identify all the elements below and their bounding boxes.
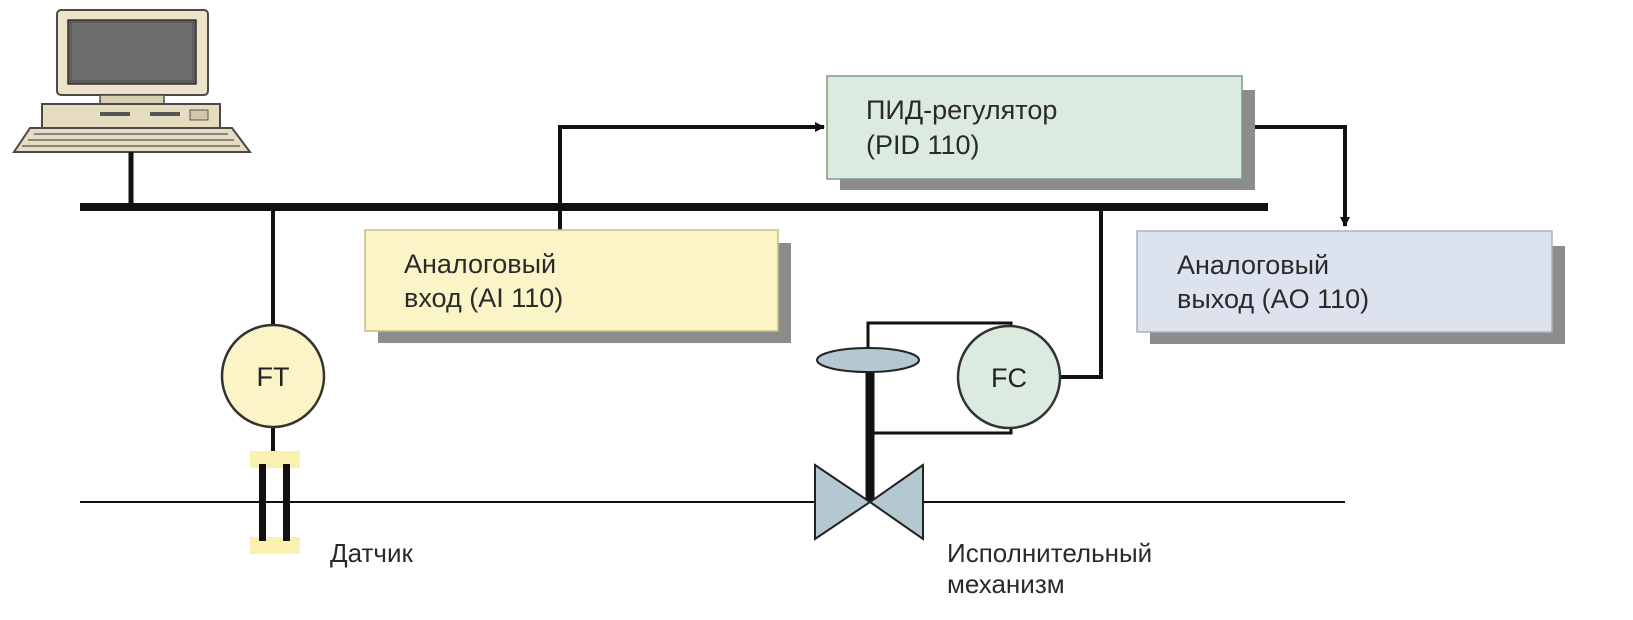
ao-label-line1: Аналоговый [1177,250,1329,280]
ao-label-line2: выход (AO 110) [1177,284,1369,314]
ai-label-line2: вход (AI 110) [404,283,563,313]
actuator-caption-line1: Исполнительный [947,538,1152,568]
pid-to-ao-arrow [1254,125,1350,227]
analog-output-block: Аналоговый выход (AO 110) [1136,230,1565,344]
pid-controller-block: ПИД-регулятор (PID 110) [826,75,1255,190]
ft-transmitter: FT [220,323,326,429]
flow-sensor-icon [250,451,300,554]
control-valve-icon [814,347,924,541]
ai-label-line1: Аналоговый [404,249,556,279]
ai-to-pid-arrow [558,122,825,232]
actuator-caption-line2: механизм [947,569,1065,599]
ft-label: FT [257,362,290,392]
pid-label-line2: (PID 110) [866,130,980,160]
analog-input-block: Аналоговый вход (AI 110) [364,229,791,343]
fc-label: FC [991,363,1027,393]
sensor-caption: Датчик [330,538,413,568]
pid-label-line1: ПИД-регулятор [866,95,1057,125]
desktop-computer-icon [12,9,252,153]
fc-controller: FC [956,324,1062,430]
